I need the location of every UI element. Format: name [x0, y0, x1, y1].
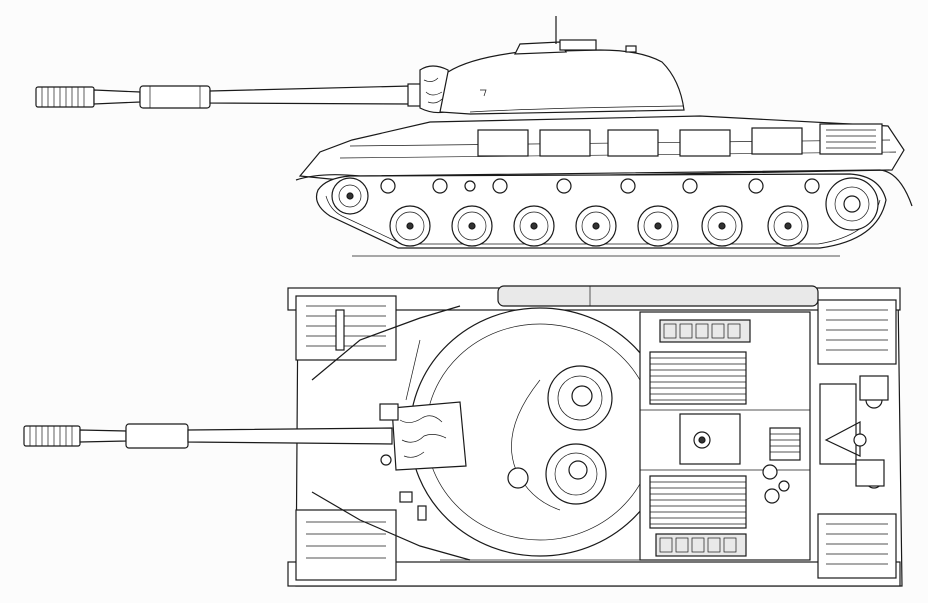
engine-grille-lower [649, 475, 747, 529]
side-commander-cupola [514, 41, 568, 55]
road-wheel [575, 205, 617, 247]
side-periscope [625, 45, 637, 53]
turret-wiring [511, 379, 561, 511]
headlight-left [335, 309, 345, 351]
front-tow-hooks [380, 454, 427, 521]
side-stowage-boxes [477, 123, 883, 157]
side-gun-barrel [35, 83, 423, 109]
front-stowage-right [295, 509, 397, 581]
front-stowage-left [295, 295, 397, 361]
top-gun-barrel [23, 423, 393, 449]
side-idler-wheel [331, 177, 369, 215]
muzzle-brake-baffles [41, 87, 85, 107]
intake-grate-upper [659, 319, 751, 343]
road-wheel [451, 205, 493, 247]
driver-periscope-guard [405, 339, 421, 401]
rear-deck-details [819, 375, 889, 489]
road-wheel [701, 205, 743, 247]
top-mantlet-cover [391, 401, 467, 471]
side-hatch [559, 39, 597, 51]
road-wheel [389, 205, 431, 247]
turret-number-mark [480, 89, 487, 97]
side-return-rollers [380, 178, 820, 194]
gunner-sight-housing [379, 403, 399, 421]
engine-grille-upper [649, 351, 747, 405]
rear-louver [769, 427, 801, 461]
road-wheel [513, 205, 555, 247]
top-commander-hatch [547, 365, 613, 431]
front-hull-edge-upper [311, 305, 461, 381]
intake-grate-lower [655, 533, 747, 557]
front-hull-edge-lower [311, 491, 471, 561]
rear-stowage-lower [817, 513, 897, 579]
top-loader-hatch [545, 443, 607, 505]
side-turret [439, 49, 685, 115]
road-wheel [637, 205, 679, 247]
side-drive-sprocket [825, 177, 879, 231]
engine-access-hatch [679, 413, 741, 465]
top-view [23, 285, 903, 587]
road-wheel [767, 205, 809, 247]
top-vent [507, 467, 529, 489]
side-view [35, 16, 913, 257]
side-road-wheels [389, 205, 809, 247]
fuel-filler-caps [762, 464, 790, 504]
unditching-log [497, 285, 819, 307]
rear-stowage-upper [817, 299, 897, 365]
